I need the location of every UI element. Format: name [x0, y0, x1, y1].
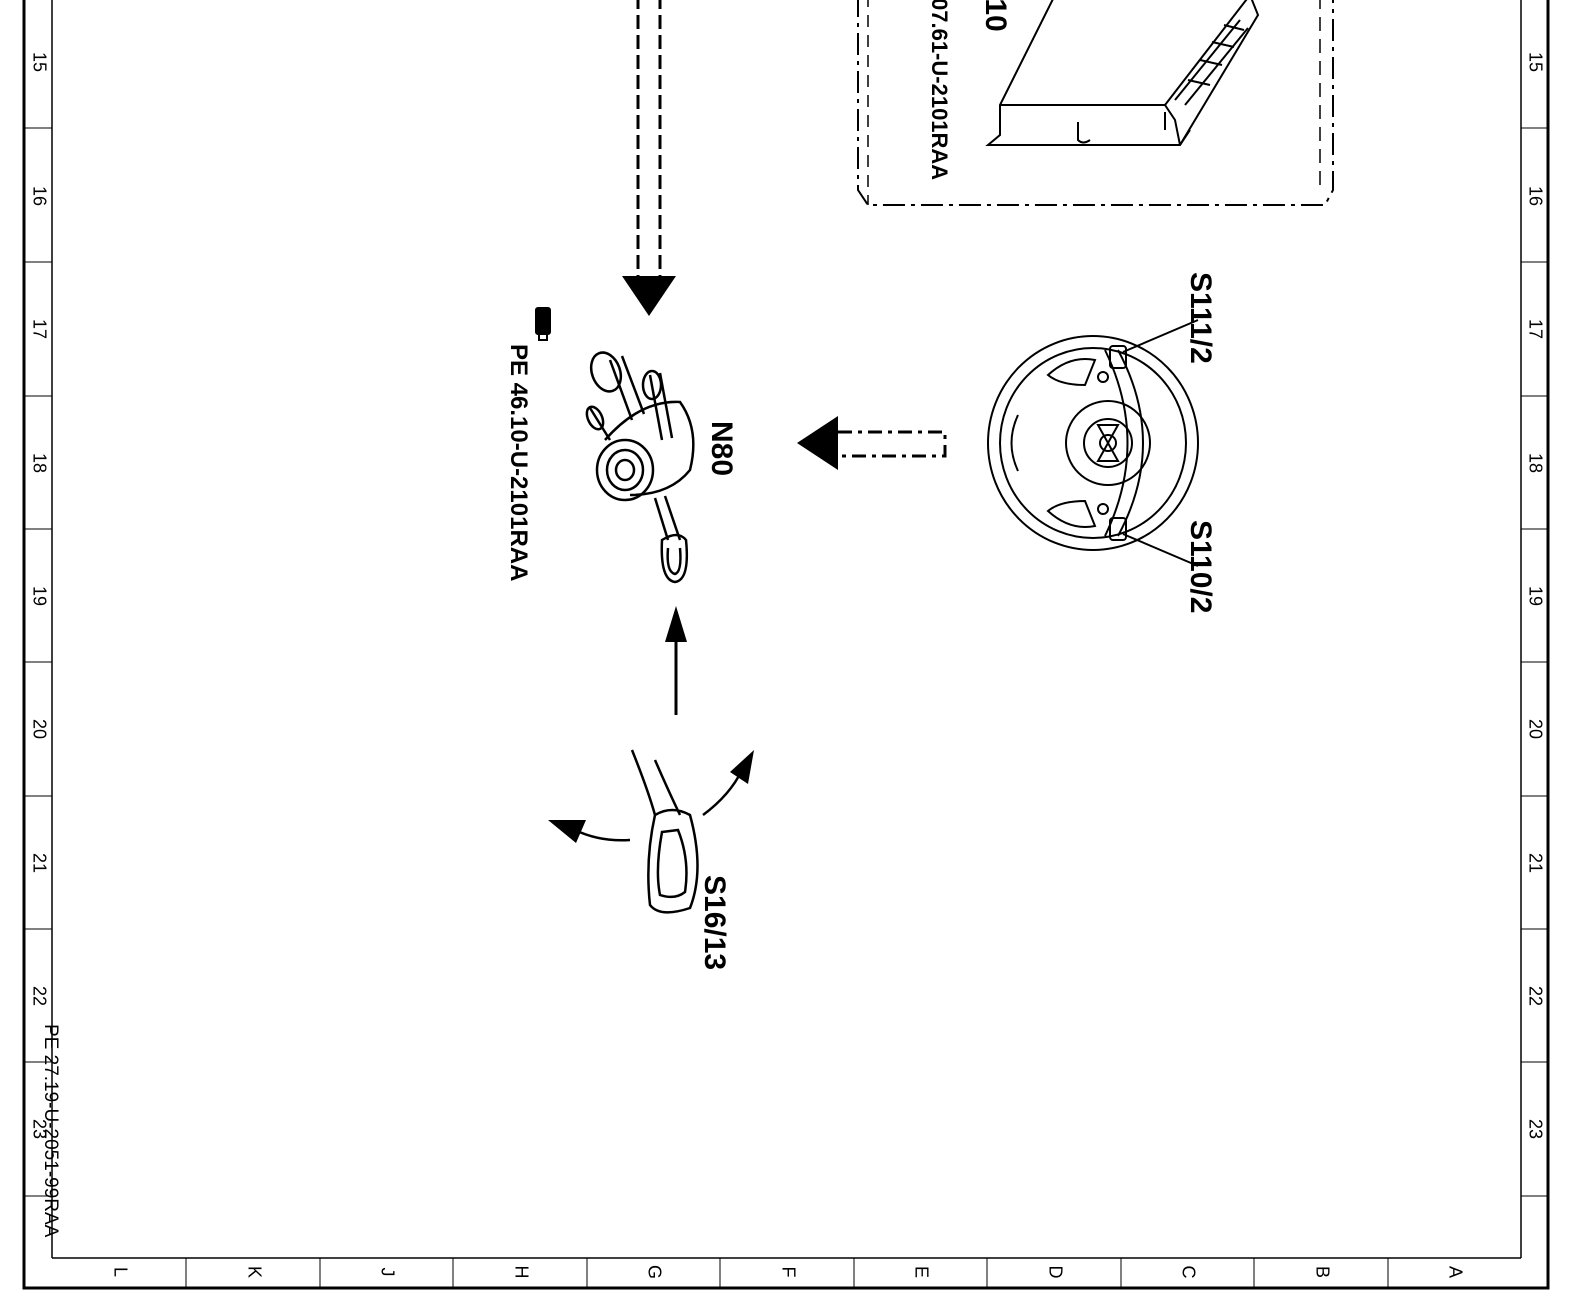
row-label: 20	[1525, 719, 1545, 739]
column-label: A	[1445, 1266, 1465, 1278]
row-label: 20	[29, 719, 49, 739]
combination-switch-reference: PE 46.10-U-2101RAA	[505, 344, 532, 581]
row-label: 19	[29, 586, 49, 606]
row-label: 15	[1525, 52, 1545, 72]
column-label: D	[1045, 1266, 1065, 1279]
button-s110-icon	[1109, 517, 1127, 541]
combination-switch	[585, 351, 695, 584]
combination-switch-label: N80	[705, 421, 738, 476]
leader-s110	[1122, 533, 1199, 567]
column-label: B	[1312, 1266, 1332, 1278]
column-label: J	[377, 1268, 397, 1277]
row-label: 21	[1525, 853, 1545, 873]
hand-pointer-icon	[535, 307, 551, 341]
row-labels-left: 15 16 17 18 19 20 21 22 23	[29, 52, 49, 1139]
column-label: E	[911, 1266, 931, 1278]
column-label: L	[110, 1267, 130, 1277]
row-label: 23	[1525, 1119, 1545, 1139]
cruise-lever	[548, 749, 754, 914]
control-unit-reference: 07.61-U-2101RAA	[927, 0, 952, 180]
row-labels-right: 15 16 17 18 19 20 21 22 23	[1525, 52, 1545, 1139]
column-label: H	[511, 1266, 531, 1279]
row-label: 22	[29, 986, 49, 1006]
row-label: 16	[29, 186, 49, 206]
row-label: 21	[29, 853, 49, 873]
column-label: G	[644, 1265, 664, 1279]
button-s111-icon	[1109, 345, 1127, 369]
row-label: 17	[1525, 319, 1545, 339]
leader-s111	[1122, 319, 1199, 353]
column-label: C	[1178, 1266, 1198, 1279]
row-label: 17	[29, 319, 49, 339]
row-label: 15	[29, 52, 49, 72]
signal-arrow-left	[797, 416, 947, 470]
sheet-reference: PE 27.19-U-2051-99RAA	[40, 1024, 61, 1238]
control-unit-label: 10	[979, 0, 1012, 32]
signal-arrow-up	[665, 606, 687, 715]
row-label: 19	[1525, 586, 1545, 606]
control-unit-module	[985, 0, 1260, 146]
row-label: 23	[29, 1119, 49, 1139]
drawing-frame	[22, 0, 1550, 1290]
column-labels: L K J H G F E D C B A	[110, 1265, 1465, 1279]
row-label: 22	[1525, 986, 1545, 1006]
row-label: 18	[29, 453, 49, 473]
row-label: 16	[1525, 186, 1545, 206]
control-unit: 10 07.61-U-2101RAA	[857, 0, 1334, 206]
column-label: F	[778, 1267, 798, 1278]
steering-wheel	[987, 335, 1199, 551]
signal-arrow-down	[622, 0, 676, 316]
button-label-s110: S110/2	[1184, 520, 1217, 613]
cruise-lever-label: S16/13	[698, 875, 731, 970]
button-label-s111: S111/2	[1184, 272, 1217, 364]
row-label: 18	[1525, 453, 1545, 473]
column-label: K	[244, 1266, 264, 1278]
